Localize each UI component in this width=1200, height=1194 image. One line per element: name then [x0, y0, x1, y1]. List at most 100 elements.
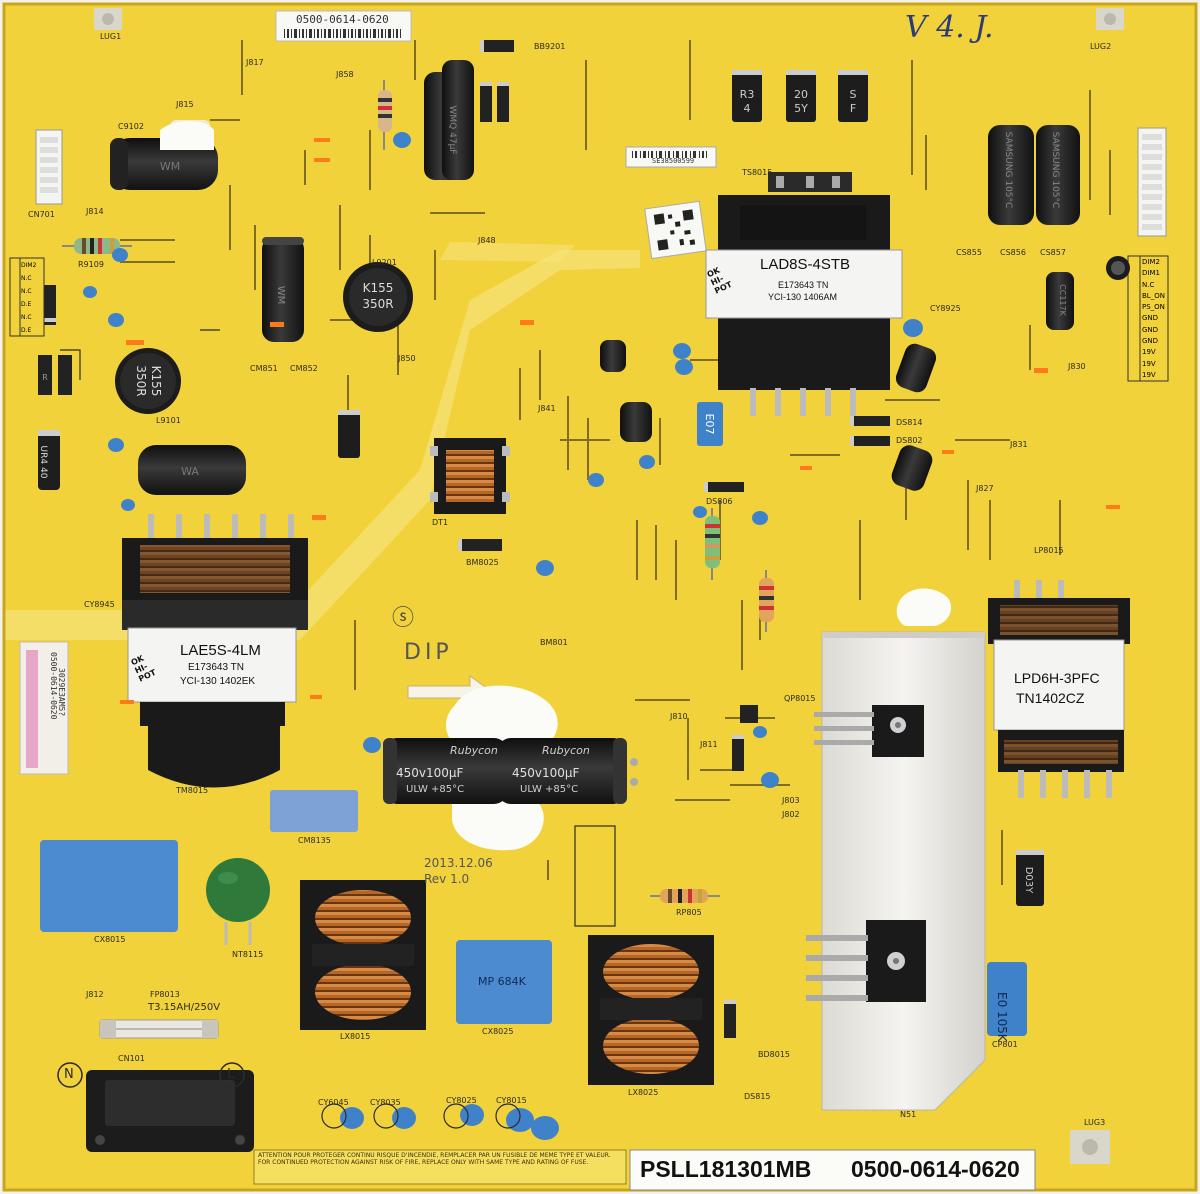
connector-cn801	[1137, 127, 1167, 237]
capacitor-cs857	[1106, 256, 1130, 280]
qr-sticker	[644, 200, 707, 260]
filter-dt1	[430, 438, 510, 514]
svg-text:K155: K155	[363, 281, 394, 295]
bulk-cap-right-text: Rubycon 450v100µF ULW +85°C	[502, 742, 612, 802]
svg-text:K155: K155	[149, 366, 163, 397]
transformer-t1	[705, 172, 903, 416]
t2-line1: LAE5S-4LM	[180, 642, 261, 659]
svg-text:5Y: 5Y	[794, 102, 808, 115]
silk-cx8025: CX8025	[482, 1027, 514, 1036]
svg-text:CC117K: CC117K	[1058, 284, 1067, 316]
pin-label: GND	[1142, 325, 1159, 334]
pin-label: N.C	[21, 314, 32, 321]
warning-box	[253, 1149, 627, 1185]
silk-j815: J815	[176, 100, 194, 109]
silk-cy8945: CY8945	[84, 600, 115, 609]
silk-ts8015: TS8015	[742, 168, 773, 177]
svg-text:S: S	[850, 88, 857, 101]
bulk-cap-left-text: Rubycon 450v100µF ULW +85°C	[392, 742, 502, 802]
svg-text:WM: WM	[160, 160, 180, 173]
dip-silk: DIP	[404, 640, 453, 665]
rev-silk: Rev 1.0	[424, 872, 470, 886]
bulk-cap-right-rating: 450v100µF	[512, 766, 580, 780]
silk-j811: J811	[700, 740, 718, 749]
silk-bm801: BM801	[540, 638, 568, 647]
inductor-l9101: K155 350R	[115, 348, 181, 414]
diodes-d9202	[480, 82, 509, 122]
silk-j841: J841	[538, 404, 556, 413]
silk-lug3: LUG3	[1084, 1118, 1106, 1127]
silk-cm852: CM852	[290, 364, 318, 373]
silk-j850: J850	[398, 354, 416, 363]
silk-lug2: LUG2	[1090, 42, 1112, 51]
silk-cs855: CS855	[956, 248, 982, 257]
silk-j802: J802	[782, 810, 800, 819]
pin-table-right	[1127, 255, 1169, 382]
diode-bm8025	[458, 539, 502, 551]
t2-line2: E173643 TN	[188, 662, 244, 673]
silk-n: N	[64, 1067, 74, 1082]
model-label: PSLL181301MB	[640, 1156, 812, 1182]
capacitor-cm8135	[270, 790, 358, 832]
x-capacitor-cx8015	[40, 840, 178, 932]
silk-cy8925: CY8925	[930, 304, 961, 313]
lug-pads	[94, 8, 1124, 1164]
diodes-d8102: R	[38, 355, 72, 395]
silk-l9101: L9101	[156, 416, 181, 425]
silk-lp8015: LP8015	[1034, 546, 1064, 555]
choke-lx8015	[300, 880, 426, 1030]
svg-text:350R: 350R	[134, 365, 148, 396]
film-capacitor-cp801	[987, 962, 1027, 1036]
silk-nt8115: NT8115	[232, 950, 264, 959]
inductor-l9201: K155 350R	[343, 262, 413, 332]
pin-label: 19V	[1142, 370, 1156, 379]
date-silk: 2013.12.06	[424, 856, 493, 870]
silk-l9201: L9201	[372, 258, 397, 267]
top-barcode-sticker	[275, 10, 412, 42]
diode-bd8101	[44, 285, 56, 325]
diode-ds806	[704, 482, 744, 492]
transistor-small	[740, 705, 758, 723]
diode-d833	[338, 410, 360, 458]
pin-label: DIM2	[21, 262, 37, 269]
bulk-cap-right-temp: ULW +85°C	[520, 784, 579, 795]
pin-list-left: DIM2 N.C N.C D.E N.C D.E	[21, 259, 45, 337]
silk-rp805: RP805	[676, 908, 702, 917]
silk-ds814: DS814	[896, 418, 923, 427]
bulk-cap-left-brand: Rubycon	[450, 744, 498, 757]
silk-cs857: CS857	[1040, 248, 1066, 257]
capacitor-cm853: WA	[138, 445, 246, 495]
jumper-wires	[120, 40, 1111, 885]
part-number-label: 0500-0614-0620	[851, 1156, 1020, 1182]
diode-ds816	[724, 1000, 736, 1038]
orange-jumper-marks	[120, 138, 1120, 704]
silk-r9109: R9109	[78, 260, 104, 269]
pin-label: GND	[1142, 337, 1159, 346]
silk-cn101: CN101	[118, 1054, 145, 1063]
x-cap-code: MP 684K	[478, 975, 526, 988]
t1-label: OK HI-POT LAD8S-4STB E173643 TN YCI-130 …	[705, 252, 900, 316]
capacitors-cs856: SAMSUNG 105°C SAMSUNG 105°C	[988, 125, 1080, 225]
silk-qp8015: QP8015	[784, 694, 816, 703]
svg-text:R: R	[42, 373, 48, 382]
svg-text:4: 4	[744, 102, 751, 115]
t1-badge: OK HI-POT	[705, 265, 734, 296]
silk-j817: J817	[246, 58, 264, 67]
model-label-box	[629, 1149, 1036, 1191]
silk-dt1: DT1	[432, 518, 449, 527]
pin-label: N.C	[21, 288, 32, 295]
diode-bb5851	[732, 735, 744, 771]
silk-lx8025: LX8025	[628, 1088, 659, 1097]
silk-lx8015: LX8015	[340, 1032, 371, 1041]
pin-label: DIM1	[1142, 269, 1160, 278]
bulk-capacitor-right	[497, 738, 638, 804]
resistor-r9209	[378, 80, 411, 150]
pin-label: 19V	[1142, 348, 1156, 357]
silk-j810: J810	[670, 712, 688, 721]
silk-cp801: CP801	[992, 1040, 1018, 1049]
pin-label: D.E	[21, 301, 32, 308]
t1-line3: YCI-130 1406AM	[768, 292, 838, 302]
svg-text:R3: R3	[740, 88, 755, 101]
ceramic-caps-left	[83, 248, 135, 511]
